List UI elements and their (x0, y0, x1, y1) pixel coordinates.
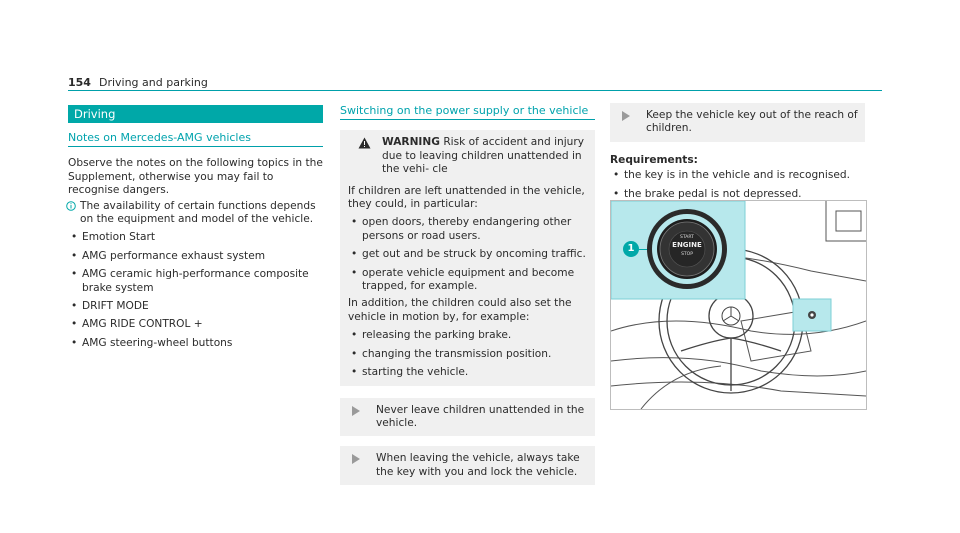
page-header: 154 Driving and parking (68, 76, 882, 91)
callout-number: 1 (623, 241, 639, 257)
step-take-key: When leaving the vehicle, always take th… (340, 446, 595, 486)
step-text: Never leave children unattended in the v… (376, 403, 585, 429)
list-item: starting the vehicle. (348, 366, 589, 380)
info-icon (66, 200, 76, 211)
dashboard-drawing (611, 201, 866, 409)
list-item: operate vehicle equipment and become tra… (348, 267, 589, 294)
column-right: Keep the vehicle key out of the reach of… (610, 103, 865, 201)
arrow-right-icon (622, 111, 630, 121)
warning-list-1: open doors, thereby endangering other pe… (348, 216, 589, 293)
list-item: AMG ceramic high-performance composite b… (68, 268, 323, 295)
warning-para-1: If children are left unattended in the v… (348, 184, 585, 211)
list-item: DRIFT MODE (68, 300, 323, 314)
info-text: The availability of certain functions de… (80, 199, 316, 226)
warning-label: WARNING (382, 136, 440, 149)
list-item: changing the transmission position. (348, 348, 589, 362)
notes-heading: Notes on Mercedes-AMG vehicles (68, 131, 323, 148)
list-item: releasing the parking brake. (348, 329, 589, 343)
list-item: the brake pedal is not depressed. (610, 188, 865, 202)
info-note: The availability of certain functions de… (66, 199, 323, 227)
engine-label: ENGINE (672, 241, 702, 249)
warning-triangle-icon (358, 137, 371, 149)
page-number: 154 (68, 76, 91, 89)
switching-heading: Switching on the power supply or the veh… (340, 104, 595, 121)
list-item: AMG RIDE CONTROL + (68, 318, 323, 332)
list-item: AMG performance exhaust system (68, 250, 323, 264)
callout-line (639, 249, 647, 250)
arrow-right-icon (352, 454, 360, 465)
step-keep-key: Keep the vehicle key out of the reach of… (610, 103, 865, 142)
warning-list-2: releasing the parking brake. changing th… (348, 329, 589, 380)
column-middle: Switching on the power supply or the veh… (340, 104, 595, 486)
start-label: START (680, 235, 694, 240)
requirements-list: the key is in the vehicle and is recogni… (610, 169, 865, 201)
list-item: open doors, thereby endangering other pe… (348, 216, 589, 243)
driving-bar: Driving (68, 105, 323, 123)
warning-text: Risk of accident and injury due to leavi… (382, 136, 585, 176)
step-text: When leaving the vehicle, always take th… (376, 452, 580, 478)
arrow-right-icon (352, 405, 360, 416)
list-item: the key is in the vehicle and is recogni… (610, 169, 865, 183)
dashboard-illustration: START ENGINE STOP 1 (610, 200, 867, 410)
section-title: Driving and parking (98, 76, 208, 89)
stop-label: STOP (681, 252, 693, 257)
warning-para-2: In addition, the children could also set… (348, 297, 572, 323)
list-item: get out and be struck by oncoming traffi… (348, 248, 589, 262)
warning-header: WARNING Risk of accident and injury due … (348, 136, 589, 176)
intro-paragraph: Observe the notes on the following topic… (68, 157, 323, 197)
requirements-title: Requirements: (610, 153, 698, 166)
list-item: Emotion Start (68, 231, 323, 245)
list-item: AMG steering-wheel buttons (68, 337, 323, 351)
step-text: Keep the vehicle key out of the reach of… (646, 109, 858, 135)
warning-box: WARNING Risk of accident and injury due … (340, 130, 595, 386)
step-never-leave: Never leave children unattended in the v… (340, 397, 595, 437)
amg-list: Emotion Start AMG performance exhaust sy… (68, 231, 323, 350)
column-left: Driving Notes on Mercedes-AMG vehicles O… (66, 105, 323, 351)
